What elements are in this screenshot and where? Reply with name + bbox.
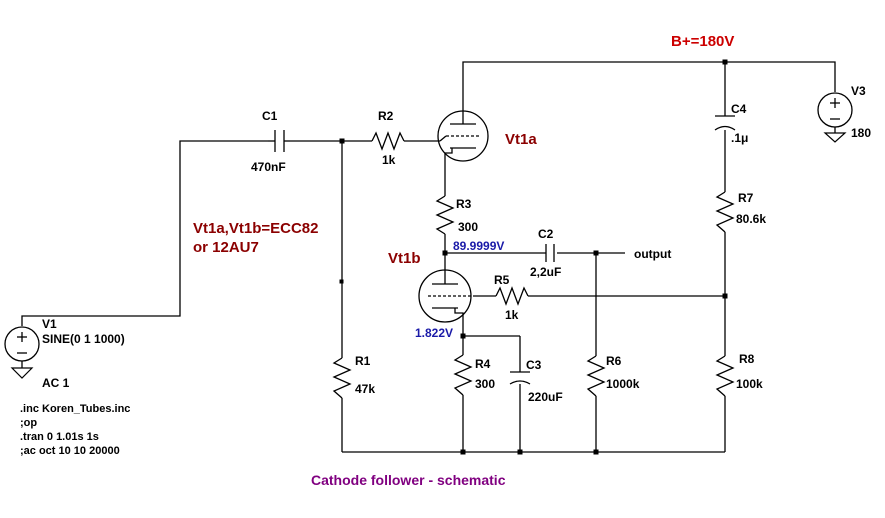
resistor-r6-symbol[interactable]	[586, 355, 606, 397]
resistor-r5-symbol[interactable]	[495, 286, 529, 306]
r5-value: 1k	[505, 308, 519, 322]
resistor-r4-symbol[interactable]	[453, 354, 473, 396]
c2-ref: C2	[538, 227, 554, 241]
voltage-source-v1-symbol[interactable]	[4, 326, 40, 379]
r1-value: 47k	[355, 382, 375, 396]
ground-icon	[823, 132, 847, 143]
junction-dot	[517, 449, 523, 455]
r5-ref: R5	[494, 273, 510, 287]
v3-value: 180	[851, 126, 871, 140]
v3-ref: V3	[851, 84, 866, 98]
resistor-r3-symbol[interactable]	[435, 195, 455, 235]
c1-value: 470nF	[251, 160, 286, 174]
capacitor-c3-symbol[interactable]	[509, 371, 531, 385]
r7-value: 80.6k	[736, 212, 766, 226]
r2-value: 1k	[382, 153, 396, 167]
junction-dot	[339, 138, 345, 144]
r3-ref: R3	[456, 197, 472, 211]
v1-ac: AC 1	[42, 376, 70, 390]
r4-value: 300	[475, 377, 495, 391]
wires	[21, 61, 836, 453]
schematic-title: Cathode follower - schematic	[311, 472, 506, 488]
junction-dot	[593, 250, 599, 256]
tube-note-line1: Vt1a,Vt1b=ECC82	[193, 220, 318, 237]
c1-ref: C1	[262, 109, 278, 123]
junction-dot	[442, 250, 448, 256]
tube-vt1b-label: Vt1b	[388, 250, 421, 267]
capacitor-c2-symbol[interactable]	[545, 244, 555, 262]
junction-dot	[722, 293, 728, 299]
wire-input	[21, 140, 268, 326]
tube-vt1a-label: Vt1a	[505, 131, 537, 148]
junction-dot	[460, 333, 466, 339]
wire-bplus-rail	[462, 61, 836, 112]
spice-directive: ;op	[20, 417, 37, 429]
r1-ref: R1	[355, 354, 371, 368]
output-label: output	[634, 247, 671, 261]
capacitor-c1-symbol[interactable]	[268, 130, 290, 152]
tube-note-line2: or 12AU7	[193, 239, 259, 256]
r6-ref: R6	[606, 354, 622, 368]
resistor-r7-symbol[interactable]	[715, 191, 735, 233]
spice-directive: ;ac oct 10 10 20000	[20, 445, 120, 457]
spice-directive: .inc Koren_Tubes.inc	[20, 403, 130, 415]
junction-dot	[460, 449, 466, 455]
c4-ref: C4	[731, 102, 747, 116]
tube-vt1b-symbol[interactable]	[418, 269, 474, 323]
tube-vt1a-symbol[interactable]	[437, 110, 489, 162]
c3-value: 220uF	[528, 390, 563, 404]
r3-value: 300	[458, 220, 478, 234]
r7-ref: R7	[738, 191, 754, 205]
junction-dot	[339, 279, 344, 284]
r6-value: 1000k	[606, 377, 640, 391]
junction-dot	[722, 59, 728, 65]
r8-ref: R8	[739, 352, 755, 366]
resistor-r1-symbol[interactable]	[332, 357, 352, 399]
r4-ref: R4	[475, 357, 491, 371]
node-voltage-top-cathode: 89.9999V	[453, 239, 504, 253]
c2-value: 2,2uF	[530, 265, 561, 279]
resistor-r2-symbol[interactable]	[371, 131, 405, 151]
c4-value: .1μ	[731, 131, 748, 145]
r2-ref: R2	[378, 109, 394, 123]
capacitor-c4-symbol[interactable]	[714, 115, 736, 131]
voltage-source-v3-symbol[interactable]	[817, 92, 853, 143]
ground-icon	[10, 367, 34, 379]
v1-value: SINE(0 1 1000)	[42, 332, 125, 346]
v1-ref: V1	[42, 317, 57, 331]
spice-directive: .tran 0 1.01s 1s	[20, 431, 99, 443]
resistor-r8-symbol[interactable]	[715, 355, 735, 397]
c3-ref: C3	[526, 358, 542, 372]
r8-value: 100k	[736, 377, 763, 391]
junction-dots	[339, 59, 728, 455]
supply-label: B+=180V	[671, 33, 734, 50]
junction-dot	[593, 449, 599, 455]
node-voltage-lower-cathode: 1.822V	[415, 326, 453, 340]
